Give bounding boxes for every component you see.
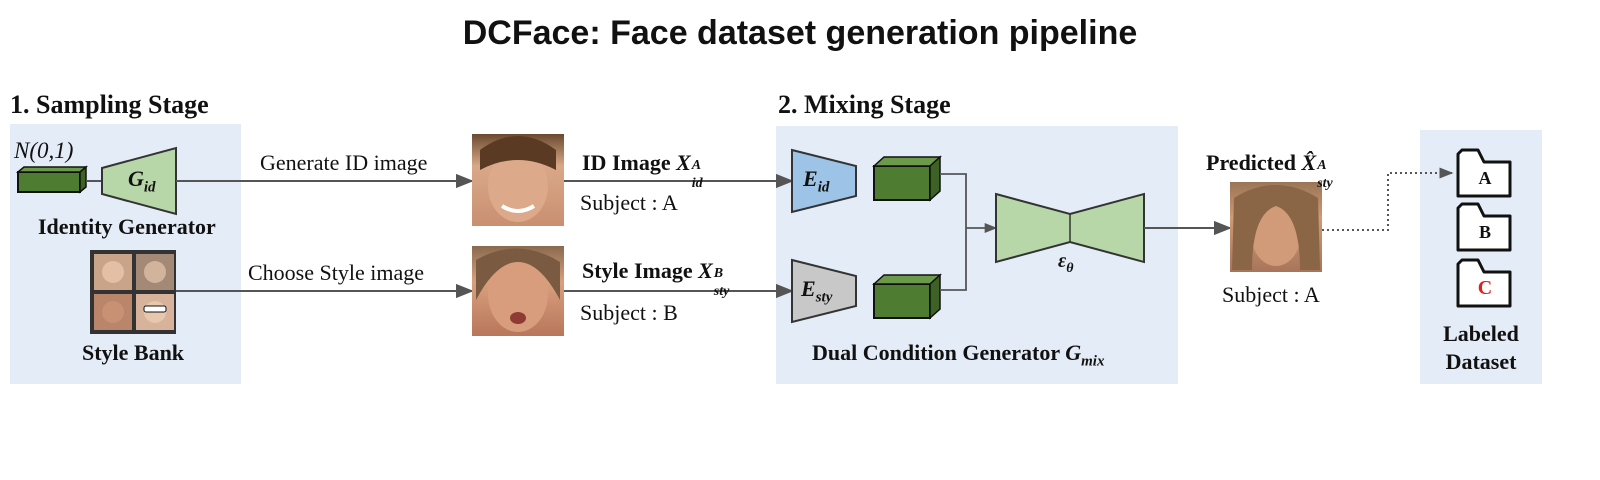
id-image-superscript: A [691, 158, 702, 173]
identity-generator-label: Identity Generator [38, 214, 216, 239]
folder-b-icon: B [1456, 202, 1512, 252]
predicted-subscript: sty [1317, 176, 1333, 191]
labeled-dataset-label: Labeled Dataset [1420, 320, 1542, 376]
identity-generator-symbol: Gid [128, 166, 156, 196]
id-face-image [472, 134, 564, 226]
predicted-face-image [1230, 182, 1322, 272]
noise-latent-box [15, 165, 89, 194]
style-encoder-shape [791, 258, 857, 324]
predicted-superscript: A [1317, 158, 1327, 173]
style-encoder-subscript: sty [815, 289, 833, 306]
folder-b-label: B [1479, 222, 1491, 242]
dual-generator-subscript: mix [1081, 353, 1105, 370]
id-encoder-subscript: id [817, 179, 830, 196]
id-feature-box [872, 155, 942, 202]
folder-a-icon: A [1456, 148, 1512, 198]
dual-generator-title: Dual Condition Generator [812, 340, 1060, 365]
feature-merge-lines [940, 173, 967, 291]
folder-c-icon: C [1456, 258, 1512, 308]
generator-subscript: id [143, 179, 156, 196]
noise-label-text: N(0,1) [14, 138, 74, 163]
id-image-title: ID Image [582, 150, 671, 175]
id-image-subscript: id [691, 176, 703, 191]
page-title: DCFace: Face dataset generation pipeline [462, 14, 1138, 52]
folder-a-label: A [1479, 168, 1492, 188]
style-image-title: Style Image [582, 258, 693, 283]
id-image-subject: Subject : A [580, 190, 678, 215]
generator-symbol: G [128, 166, 144, 191]
unet-symbol: εθ [1058, 250, 1074, 276]
dual-generator-symbol: G [1065, 340, 1082, 365]
folder-c-label: C [1478, 277, 1492, 299]
style-bank-grid [90, 250, 176, 334]
style-image-superscript: B [713, 266, 724, 281]
labeled-dataset-line1: Labeled [1443, 321, 1519, 346]
sampling-stage-label: 1. Sampling Stage [10, 90, 209, 119]
prediction-to-dataset-arrow [1322, 167, 1454, 231]
style-feature-box [872, 273, 942, 320]
style-encoder-symbol: Esty [801, 276, 833, 306]
generate-id-label: Generate ID image [260, 150, 428, 175]
style-bank-label: Style Bank [81, 340, 185, 365]
style-image-subscript: sty [713, 284, 730, 299]
id-encoder-shape [791, 148, 857, 214]
predicted-title: Predicted [1206, 150, 1297, 175]
identity-generator-shape [101, 146, 177, 216]
id-encoder-symbol: Eid [803, 166, 830, 196]
choose-style-label: Choose Style image [248, 260, 424, 285]
labeled-dataset-line2: Dataset [1445, 349, 1517, 374]
predicted-subject: Subject : A [1222, 282, 1320, 307]
style-image-subject: Subject : B [580, 300, 678, 325]
style-face-image [472, 246, 564, 336]
mixing-stage-label: 2. Mixing Stage [778, 90, 951, 119]
dual-condition-generator-label: Dual Condition Generator Gmix [812, 340, 1104, 370]
unet-subscript: θ [1066, 261, 1074, 276]
noise-label: N(0,1) [14, 138, 73, 164]
